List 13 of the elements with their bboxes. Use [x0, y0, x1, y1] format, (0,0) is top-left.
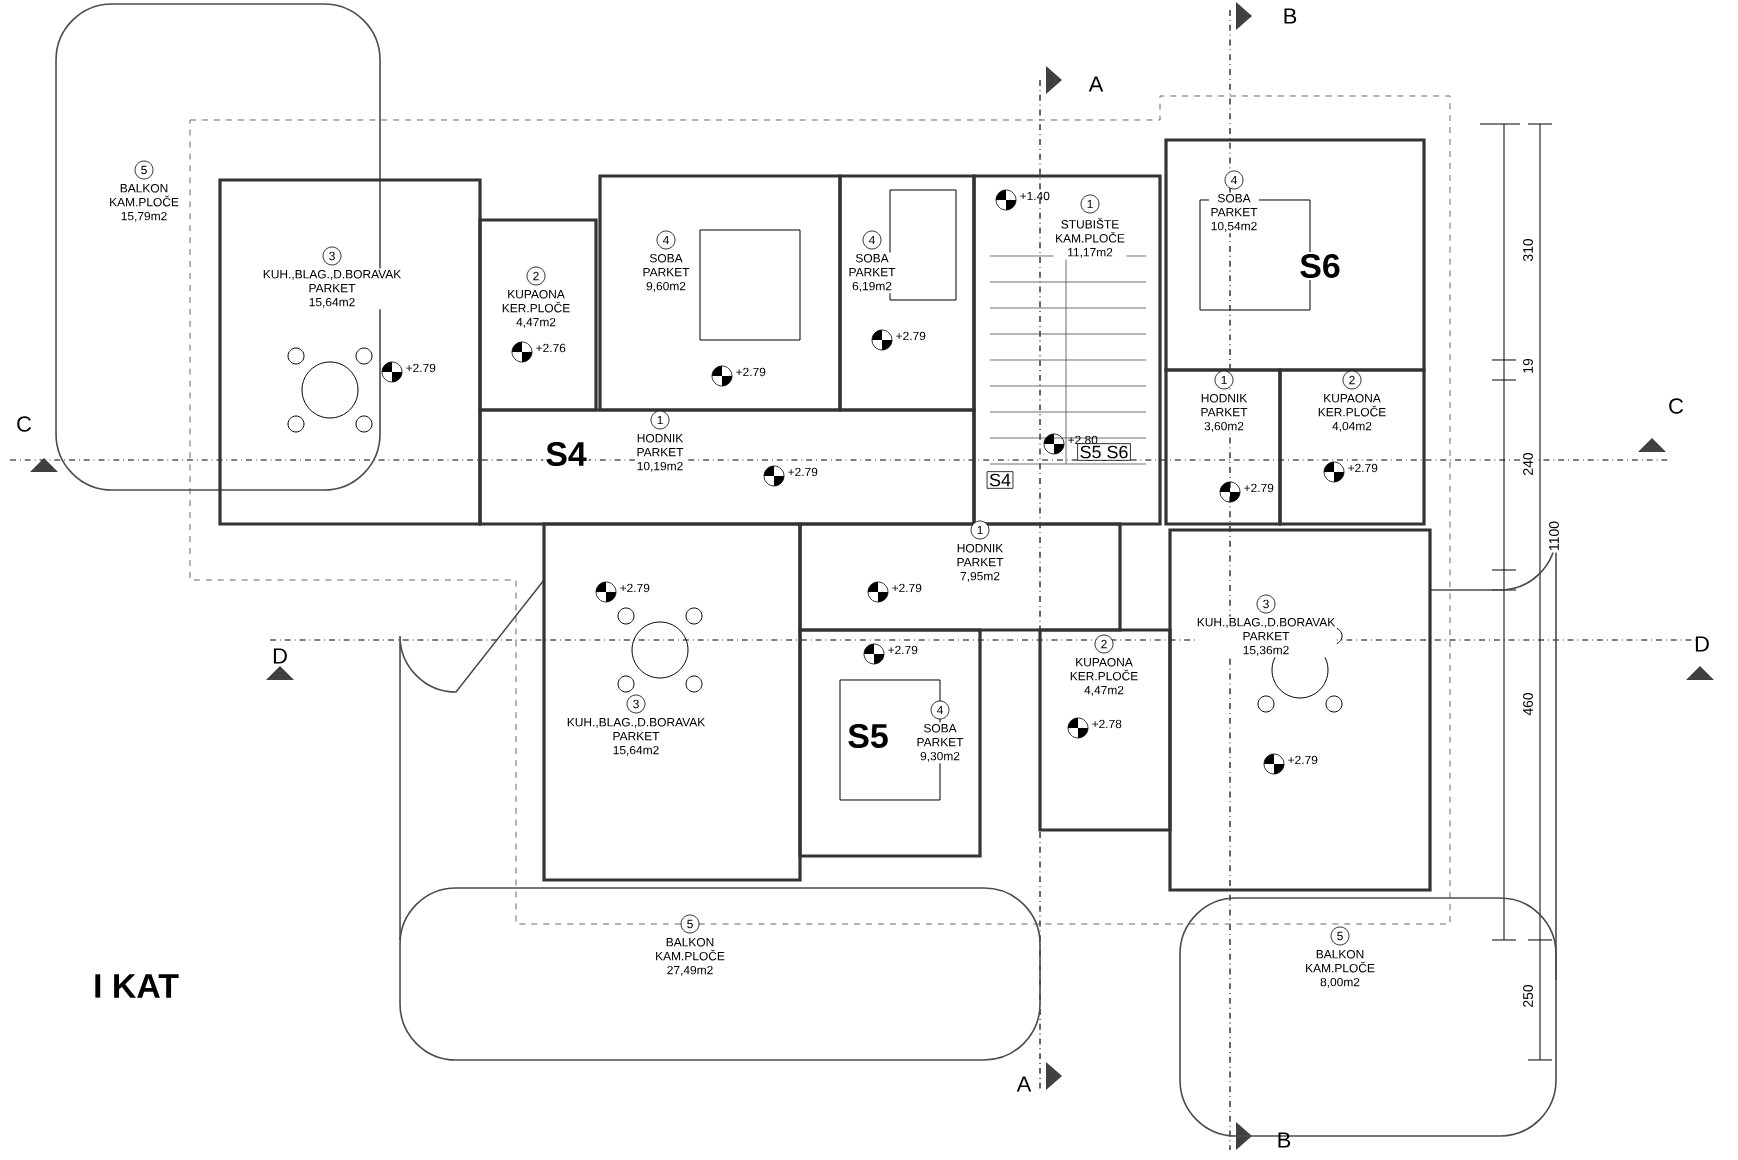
- apartment-label: S6: [1297, 252, 1343, 280]
- section-label: D: [273, 648, 287, 664]
- section-label: B: [1278, 1132, 1291, 1148]
- section-label: C: [1669, 398, 1684, 414]
- section-label: B: [1284, 8, 1297, 24]
- section-label: C: [17, 416, 32, 432]
- sign-label: S4: [986, 471, 1014, 489]
- apartment-label: S4: [543, 440, 589, 468]
- sign-label: S5 S6: [1077, 443, 1131, 461]
- apartment-label: S5: [845, 722, 891, 750]
- title: I KAT: [95, 974, 179, 998]
- section-label: D: [1695, 636, 1709, 652]
- section-label: A: [1088, 76, 1104, 92]
